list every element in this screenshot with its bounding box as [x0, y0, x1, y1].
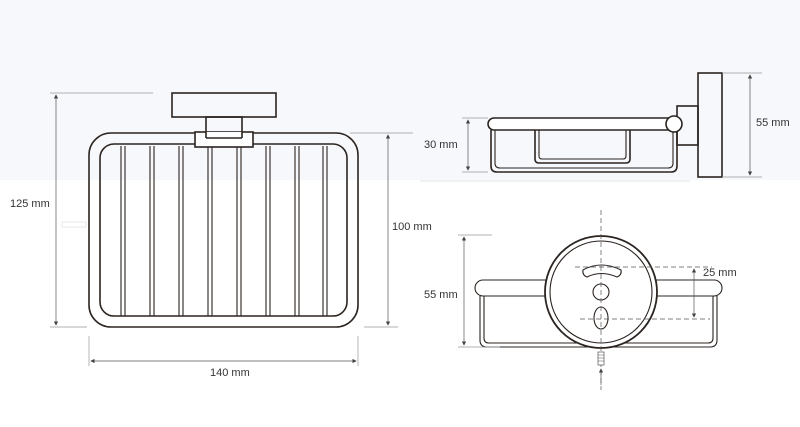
dim-label-100: 100 mm — [392, 221, 432, 233]
basket-outer-frame — [88, 132, 359, 328]
dim-label-140: 140 mm — [210, 367, 250, 379]
screw-icon — [597, 351, 605, 366]
bottom-view — [458, 210, 723, 390]
slot-hole — [582, 264, 622, 278]
dim-label-55-bottom: 55 mm — [424, 289, 458, 301]
wall-plate — [171, 92, 277, 118]
side-rim — [487, 117, 681, 131]
front-view — [50, 92, 413, 366]
side-view — [420, 72, 762, 182]
basket-inner-frame — [99, 143, 348, 317]
dim-label-55-side: 55 mm — [756, 117, 790, 129]
background-band — [0, 0, 800, 180]
dim-label-125: 125 mm — [10, 198, 50, 210]
side-wall-plate — [697, 72, 723, 178]
basket-bars — [120, 146, 328, 316]
dim-label-25: 25 mm — [703, 267, 737, 279]
dim-label-30: 30 mm — [424, 139, 458, 151]
